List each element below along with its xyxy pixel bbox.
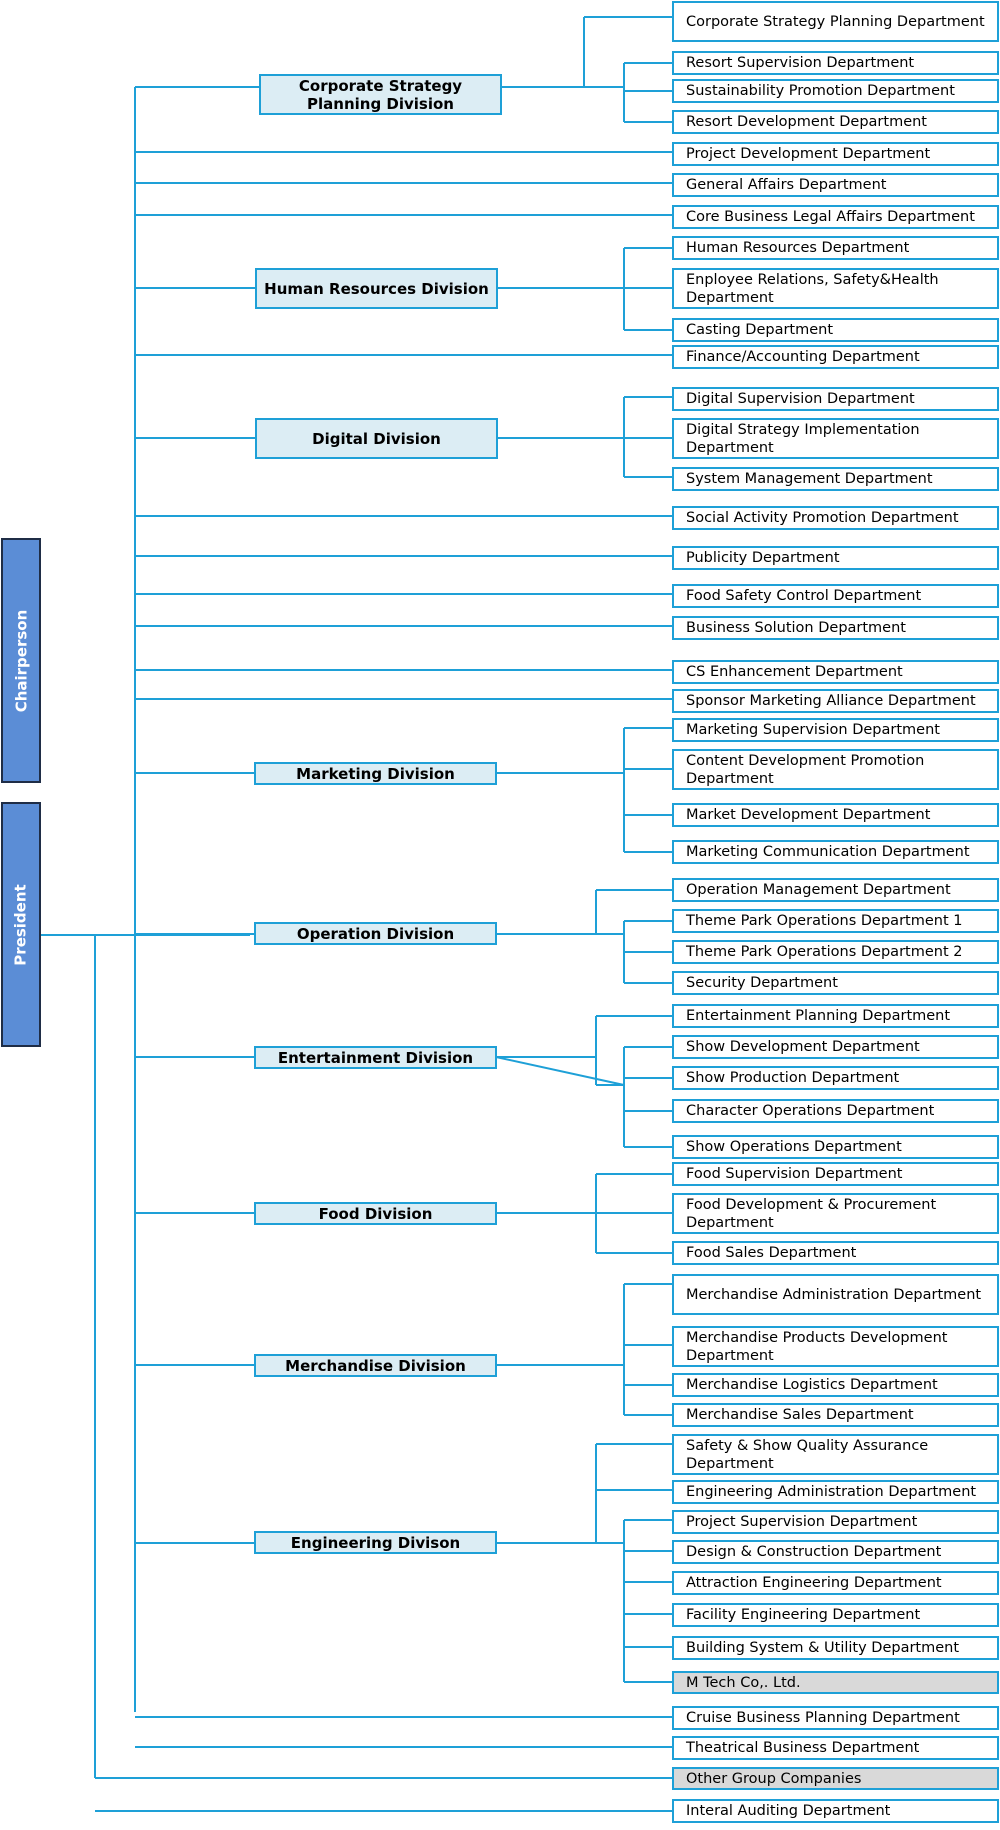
dept-food-safety-control: Food Safety Control Department bbox=[672, 584, 999, 608]
dept-building-system: Building System & Utility Department bbox=[672, 1636, 999, 1660]
dept-merch-sales: Merchandise Sales Department bbox=[672, 1403, 999, 1427]
dept-theme-park-ops-2: Theme Park Operations Department 2 bbox=[672, 940, 999, 964]
dept-social-activity: Social Activity Promotion Department bbox=[672, 506, 999, 530]
m-tech-company: M Tech Co,. Ltd. bbox=[672, 1671, 999, 1694]
dept-digital-strategy: Digital Strategy Implementation Departme… bbox=[672, 418, 999, 459]
dept-project-supervision: Project Supervision Department bbox=[672, 1510, 999, 1534]
dept-employee-relations: Enployee Relations, Safety&Health Depart… bbox=[672, 268, 999, 309]
division-engineering: Engineering Divison bbox=[254, 1531, 497, 1554]
dept-content-development: Content Development Promotion Department bbox=[672, 749, 999, 790]
dept-core-business-legal: Core Business Legal Affairs Department bbox=[672, 205, 999, 229]
division-human-resources: Human Resources Division bbox=[255, 268, 498, 309]
dept-internal-auditing: Interal Auditing Department bbox=[672, 1799, 999, 1823]
dept-character-operations: Character Operations Department bbox=[672, 1099, 999, 1123]
dept-market-development: Market Development Department bbox=[672, 803, 999, 827]
division-merchandise: Merchandise Division bbox=[254, 1354, 497, 1377]
president-label: President bbox=[12, 883, 30, 966]
chairperson-box: Chairperson bbox=[1, 538, 41, 783]
other-group-companies: Other Group Companies bbox=[672, 1767, 999, 1790]
division-marketing: Marketing Division bbox=[254, 762, 497, 785]
dept-attraction-engineering: Attraction Engineering Department bbox=[672, 1571, 999, 1595]
dept-safety-show-quality: Safety & Show Quality Assurance Departme… bbox=[672, 1434, 999, 1475]
dept-food-supervision: Food Supervision Department bbox=[672, 1162, 999, 1186]
dept-merch-administration: Merchandise Administration Department bbox=[672, 1274, 999, 1315]
dept-general-affairs: General Affairs Department bbox=[672, 173, 999, 197]
dept-marketing-communication: Marketing Communication Department bbox=[672, 840, 999, 864]
chairperson-label: Chairperson bbox=[12, 609, 31, 712]
dept-merch-products: Merchandise Products Development Departm… bbox=[672, 1326, 999, 1367]
dept-show-production: Show Production Department bbox=[672, 1066, 999, 1090]
president-box: President bbox=[1, 802, 41, 1047]
dept-finance-accounting: Finance/Accounting Department bbox=[672, 345, 999, 369]
dept-business-solution: Business Solution Department bbox=[672, 616, 999, 640]
dept-resort-development: Resort Development Department bbox=[672, 110, 999, 134]
division-food: Food Division bbox=[254, 1202, 497, 1225]
division-corporate-strategy: Corporate Strategy Planning Division bbox=[259, 74, 502, 115]
dept-publicity: Publicity Department bbox=[672, 546, 999, 570]
dept-food-sales: Food Sales Department bbox=[672, 1241, 999, 1265]
dept-system-management: System Management Department bbox=[672, 467, 999, 491]
dept-marketing-supervision: Marketing Supervision Department bbox=[672, 718, 999, 742]
dept-engineering-administration: Engineering Administration Department bbox=[672, 1480, 999, 1504]
dept-show-development: Show Development Department bbox=[672, 1035, 999, 1059]
dept-theatrical-business: Theatrical Business Department bbox=[672, 1736, 999, 1760]
dept-cruise-business-planning: Cruise Business Planning Department bbox=[672, 1706, 999, 1730]
division-entertainment: Entertainment Division bbox=[254, 1046, 497, 1069]
dept-sponsor-marketing: Sponsor Marketing Alliance Department bbox=[672, 689, 999, 713]
dept-food-development: Food Development & Procurement Departmen… bbox=[672, 1193, 999, 1234]
dept-project-development: Project Development Department bbox=[672, 142, 999, 166]
dept-facility-engineering: Facility Engineering Department bbox=[672, 1603, 999, 1627]
dept-cs-enhancement: CS Enhancement Department bbox=[672, 660, 999, 684]
dept-casting: Casting Department bbox=[672, 318, 999, 342]
dept-merch-logistics: Merchandise Logistics Department bbox=[672, 1373, 999, 1397]
dept-digital-supervision: Digital Supervision Department bbox=[672, 387, 999, 411]
dept-entertainment-planning: Entertainment Planning Department bbox=[672, 1004, 999, 1028]
division-operation: Operation Division bbox=[254, 922, 497, 945]
dept-human-resources: Human Resources Department bbox=[672, 236, 999, 260]
division-digital: Digital Division bbox=[255, 418, 498, 459]
dept-sustainability-promotion: Sustainability Promotion Department bbox=[672, 79, 999, 103]
dept-design-construction: Design & Construction Department bbox=[672, 1540, 999, 1564]
dept-show-operations: Show Operations Department bbox=[672, 1135, 999, 1159]
dept-corporate-strategy-planning: Corporate Strategy Planning Department bbox=[672, 1, 999, 42]
dept-security: Security Department bbox=[672, 971, 999, 995]
dept-operation-management: Operation Management Department bbox=[672, 878, 999, 902]
dept-resort-supervision: Resort Supervision Department bbox=[672, 51, 999, 75]
dept-theme-park-ops-1: Theme Park Operations Department 1 bbox=[672, 909, 999, 933]
